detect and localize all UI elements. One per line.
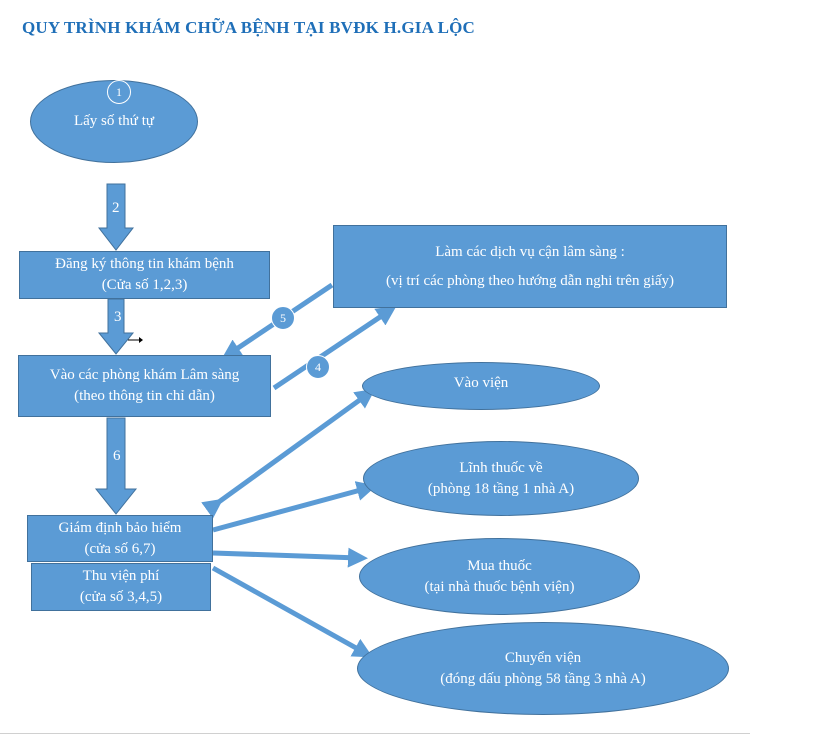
step-label-2: 2: [112, 200, 120, 216]
node-dang-ky-thong-tin: Đăng ký thông tin khám bệnh (Cửa số 1,2,…: [19, 251, 270, 299]
step-badge-1: 1: [107, 80, 131, 104]
node-can-lam-sang: Làm các dịch vụ cận lâm sàng : (vị trí c…: [333, 225, 727, 308]
node-label: Đăng ký thông tin khám bệnh: [55, 256, 234, 272]
node-sublabel: (Cửa số 1,2,3): [101, 277, 188, 293]
arrow-to-linh-thuoc: [212, 481, 377, 533]
arrow-step-4: [272, 305, 397, 391]
node-sublabel: (theo thông tin chỉ dẫn): [74, 388, 215, 404]
node-linh-thuoc-ve: Lĩnh thuốc về (phòng 18 tầng 1 nhà A): [363, 441, 639, 516]
node-vao-vien: Vào viện: [362, 362, 600, 410]
node-label: Thu viện phí: [82, 568, 160, 584]
node-label: Vào viện: [453, 375, 509, 391]
arrow-step-3: [97, 298, 135, 355]
step-label-6: 6: [113, 448, 121, 464]
node-mua-thuoc: Mua thuốc (tại nhà thuốc bệnh viện): [359, 538, 640, 615]
node-label: Chuyển viện: [504, 649, 582, 666]
node-sublabel: (phòng 18 tầng 1 nhà A): [427, 480, 575, 497]
arrow-step-2: [97, 183, 135, 251]
node-giam-dinh-bao-hiem: Giám định bảo hiểm (cửa số 6,7): [27, 515, 213, 562]
step-badge-5: 5: [271, 306, 295, 330]
node-label: Giám định bảo hiểm: [58, 519, 182, 536]
node-chuyen-vien: Chuyển viện (đóng dấu phòng 58 tầng 3 nh…: [357, 622, 729, 715]
arrow-to-vao-vien: [201, 388, 376, 519]
arrow-to-chuyen-vien: [211, 565, 373, 658]
node-label: Lấy số thứ tự: [73, 113, 154, 129]
node-label: Vào các phòng khám Lâm sàng: [49, 367, 240, 383]
page-bottom-rule: [0, 733, 750, 734]
node-label: Mua thuốc: [467, 557, 532, 574]
node-label: Làm các dịch vụ cận lâm sàng :: [435, 243, 625, 260]
node-phong-kham-lam-sang: Vào các phòng khám Lâm sàng (theo thông …: [18, 355, 271, 417]
node-sublabel: (tại nhà thuốc bệnh viện): [424, 578, 575, 595]
node-sublabel: (cửa số 6,7): [84, 540, 156, 557]
step-badge-4: 4: [306, 355, 330, 379]
node-sublabel: (cửa số 3,4,5): [79, 589, 163, 605]
arrow-to-mua-thuoc: [212, 547, 368, 568]
node-label: Lĩnh thuốc về: [459, 459, 543, 476]
step-label-3: 3: [114, 309, 122, 325]
page-title: QUY TRÌNH KHÁM CHỮA BỆNH TẠI BVĐK H.GIA …: [22, 18, 476, 37]
arrow-step-6: [94, 417, 138, 515]
node-sublabel: (vị trí các phòng theo hướng dẫn nghi tr…: [385, 272, 675, 289]
small-arrow-head: [139, 337, 143, 343]
node-thu-vien-phi: Thu viện phí (cửa số 3,4,5): [31, 563, 211, 611]
node-sublabel: (đóng dấu phòng 58 tầng 3 nhà A): [440, 670, 646, 687]
